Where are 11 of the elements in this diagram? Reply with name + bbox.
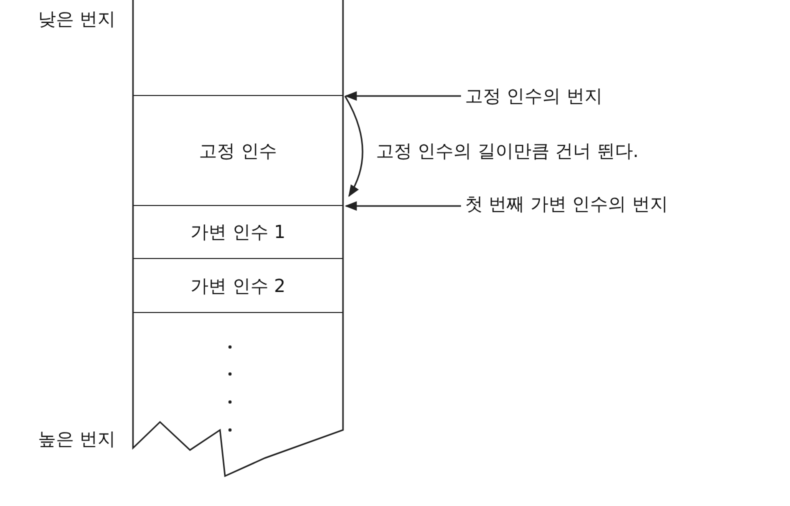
arrow (344, 201, 461, 211)
address-label: 첫 번째 가변 인수의 번지 (465, 194, 668, 216)
memory-cell: 가변 인수 1 (133, 205, 343, 258)
arrow (344, 96, 364, 198)
arrow (344, 91, 461, 101)
address-label: 높은 번지 (38, 429, 116, 451)
address-label: 고정 인수의 번지 (465, 86, 602, 108)
memory-cell: 고정 인수 (133, 95, 343, 205)
address-label: 낮은 번지 (38, 9, 116, 31)
memory-cell: 가변 인수 2 (133, 258, 343, 313)
edge-label: 고정 인수의 길이만큼 건너 뛴다. (376, 141, 639, 163)
